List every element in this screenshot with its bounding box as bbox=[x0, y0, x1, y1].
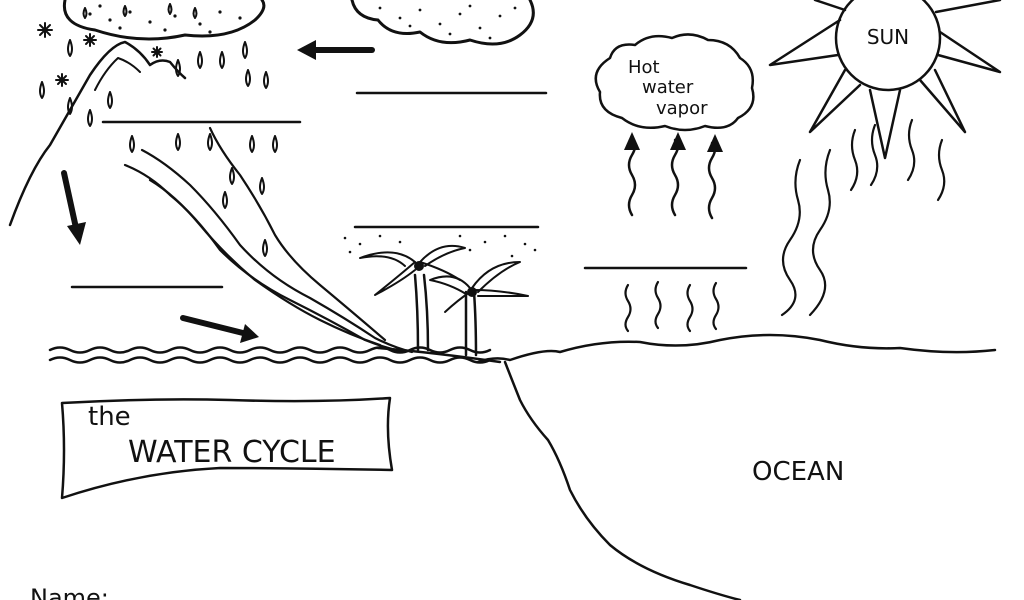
vapor-label-line1: Hot bbox=[628, 57, 660, 78]
mountain bbox=[8, 40, 187, 227]
vapor-label-line2: water bbox=[642, 77, 694, 98]
palm-trees bbox=[343, 234, 537, 364]
ocean-label: OCEAN bbox=[752, 457, 844, 487]
sea-waves-left bbox=[48, 346, 492, 364]
snowflake-icons bbox=[37, 22, 163, 87]
cloud-top-middle bbox=[350, 0, 535, 46]
arrow-down-icon bbox=[61, 170, 86, 245]
evaporation-squiggles bbox=[624, 118, 946, 333]
rain-cloud-left bbox=[62, 0, 266, 41]
rising-vapor-arrows bbox=[624, 132, 723, 220]
raindrop-icons bbox=[39, 39, 278, 257]
page-title: WATER CYCLE bbox=[128, 435, 336, 470]
name-label: Name: bbox=[30, 584, 109, 600]
arrow-left-icon bbox=[297, 40, 375, 60]
sun-icon bbox=[768, 0, 1002, 160]
arrow-right-icon bbox=[180, 315, 259, 343]
sun-label: SUN bbox=[867, 25, 909, 49]
title-small: the bbox=[88, 402, 131, 432]
vapor-cloud bbox=[594, 33, 755, 132]
river bbox=[123, 126, 414, 354]
coastline bbox=[476, 333, 997, 600]
answer-lines bbox=[70, 91, 748, 289]
vapor-label-line3: vapor bbox=[656, 98, 708, 119]
title-banner bbox=[60, 396, 394, 500]
